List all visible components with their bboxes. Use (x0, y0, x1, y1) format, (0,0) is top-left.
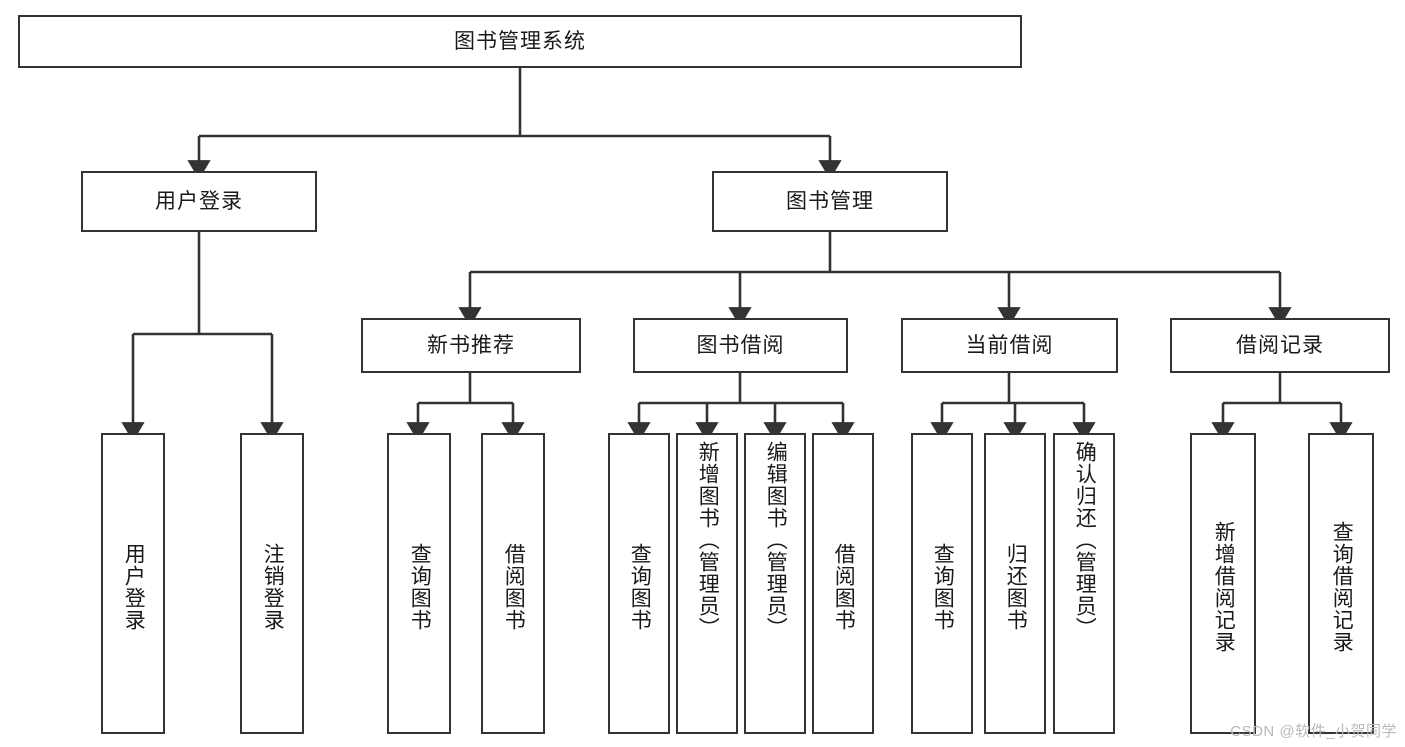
leaf-confirm-return-admin[interactable]: 确认归还（管理员） (1053, 433, 1115, 734)
node-label: 图书借阅 (696, 334, 785, 357)
node-label: 图书管理 (786, 190, 874, 213)
leaf-label: 归还图书 (1004, 542, 1028, 631)
leaf-label: 借阅图书 (502, 542, 526, 631)
node-user-login[interactable]: 用户登录 (81, 171, 317, 232)
leaf-label: 新增图书（管理员） (696, 441, 720, 639)
leaf-add-borrow-record[interactable]: 新增借阅记录 (1190, 433, 1256, 734)
node-label: 新书推荐 (427, 334, 515, 357)
leaf-label: 借阅图书 (832, 542, 856, 631)
leaf-query-book-borrow[interactable]: 查询图书 (608, 433, 670, 734)
node-current-borrow[interactable]: 当前借阅 (901, 318, 1118, 373)
leaf-label: 用户登录 (122, 542, 146, 631)
leaf-label: 确认归还（管理员） (1073, 441, 1097, 639)
node-label: 当前借阅 (965, 334, 1054, 357)
leaf-borrow-book-newbook[interactable]: 借阅图书 (481, 433, 545, 734)
node-root-book-management-system[interactable]: 图书管理系统 (18, 15, 1022, 68)
node-new-book-recommend[interactable]: 新书推荐 (361, 318, 581, 373)
leaf-query-borrow-record[interactable]: 查询借阅记录 (1308, 433, 1374, 734)
leaf-label: 查询图书 (628, 542, 652, 631)
leaf-user-login[interactable]: 用户登录 (101, 433, 165, 734)
leaf-add-book-admin[interactable]: 新增图书（管理员） (676, 433, 738, 734)
leaf-query-book-current[interactable]: 查询图书 (911, 433, 973, 734)
leaf-label: 编辑图书（管理员） (764, 441, 788, 639)
node-label: 图书管理系统 (454, 30, 586, 53)
leaf-label: 新增借阅记录 (1212, 520, 1236, 653)
node-label: 借阅记录 (1236, 334, 1324, 357)
leaf-logout-login[interactable]: 注销登录 (240, 433, 304, 734)
leaf-query-book-newbook[interactable]: 查询图书 (387, 433, 451, 734)
node-label: 用户登录 (155, 190, 243, 213)
leaf-edit-book-admin[interactable]: 编辑图书（管理员） (744, 433, 806, 734)
leaf-label: 查询图书 (408, 542, 432, 631)
leaf-return-book[interactable]: 归还图书 (984, 433, 1046, 734)
leaf-borrow-book[interactable]: 借阅图书 (812, 433, 874, 734)
leaf-label: 注销登录 (261, 542, 285, 631)
node-book-borrow[interactable]: 图书借阅 (633, 318, 848, 373)
node-borrow-record[interactable]: 借阅记录 (1170, 318, 1390, 373)
node-book-management[interactable]: 图书管理 (712, 171, 948, 232)
leaf-label: 查询借阅记录 (1330, 520, 1354, 653)
leaf-label: 查询图书 (931, 542, 955, 631)
